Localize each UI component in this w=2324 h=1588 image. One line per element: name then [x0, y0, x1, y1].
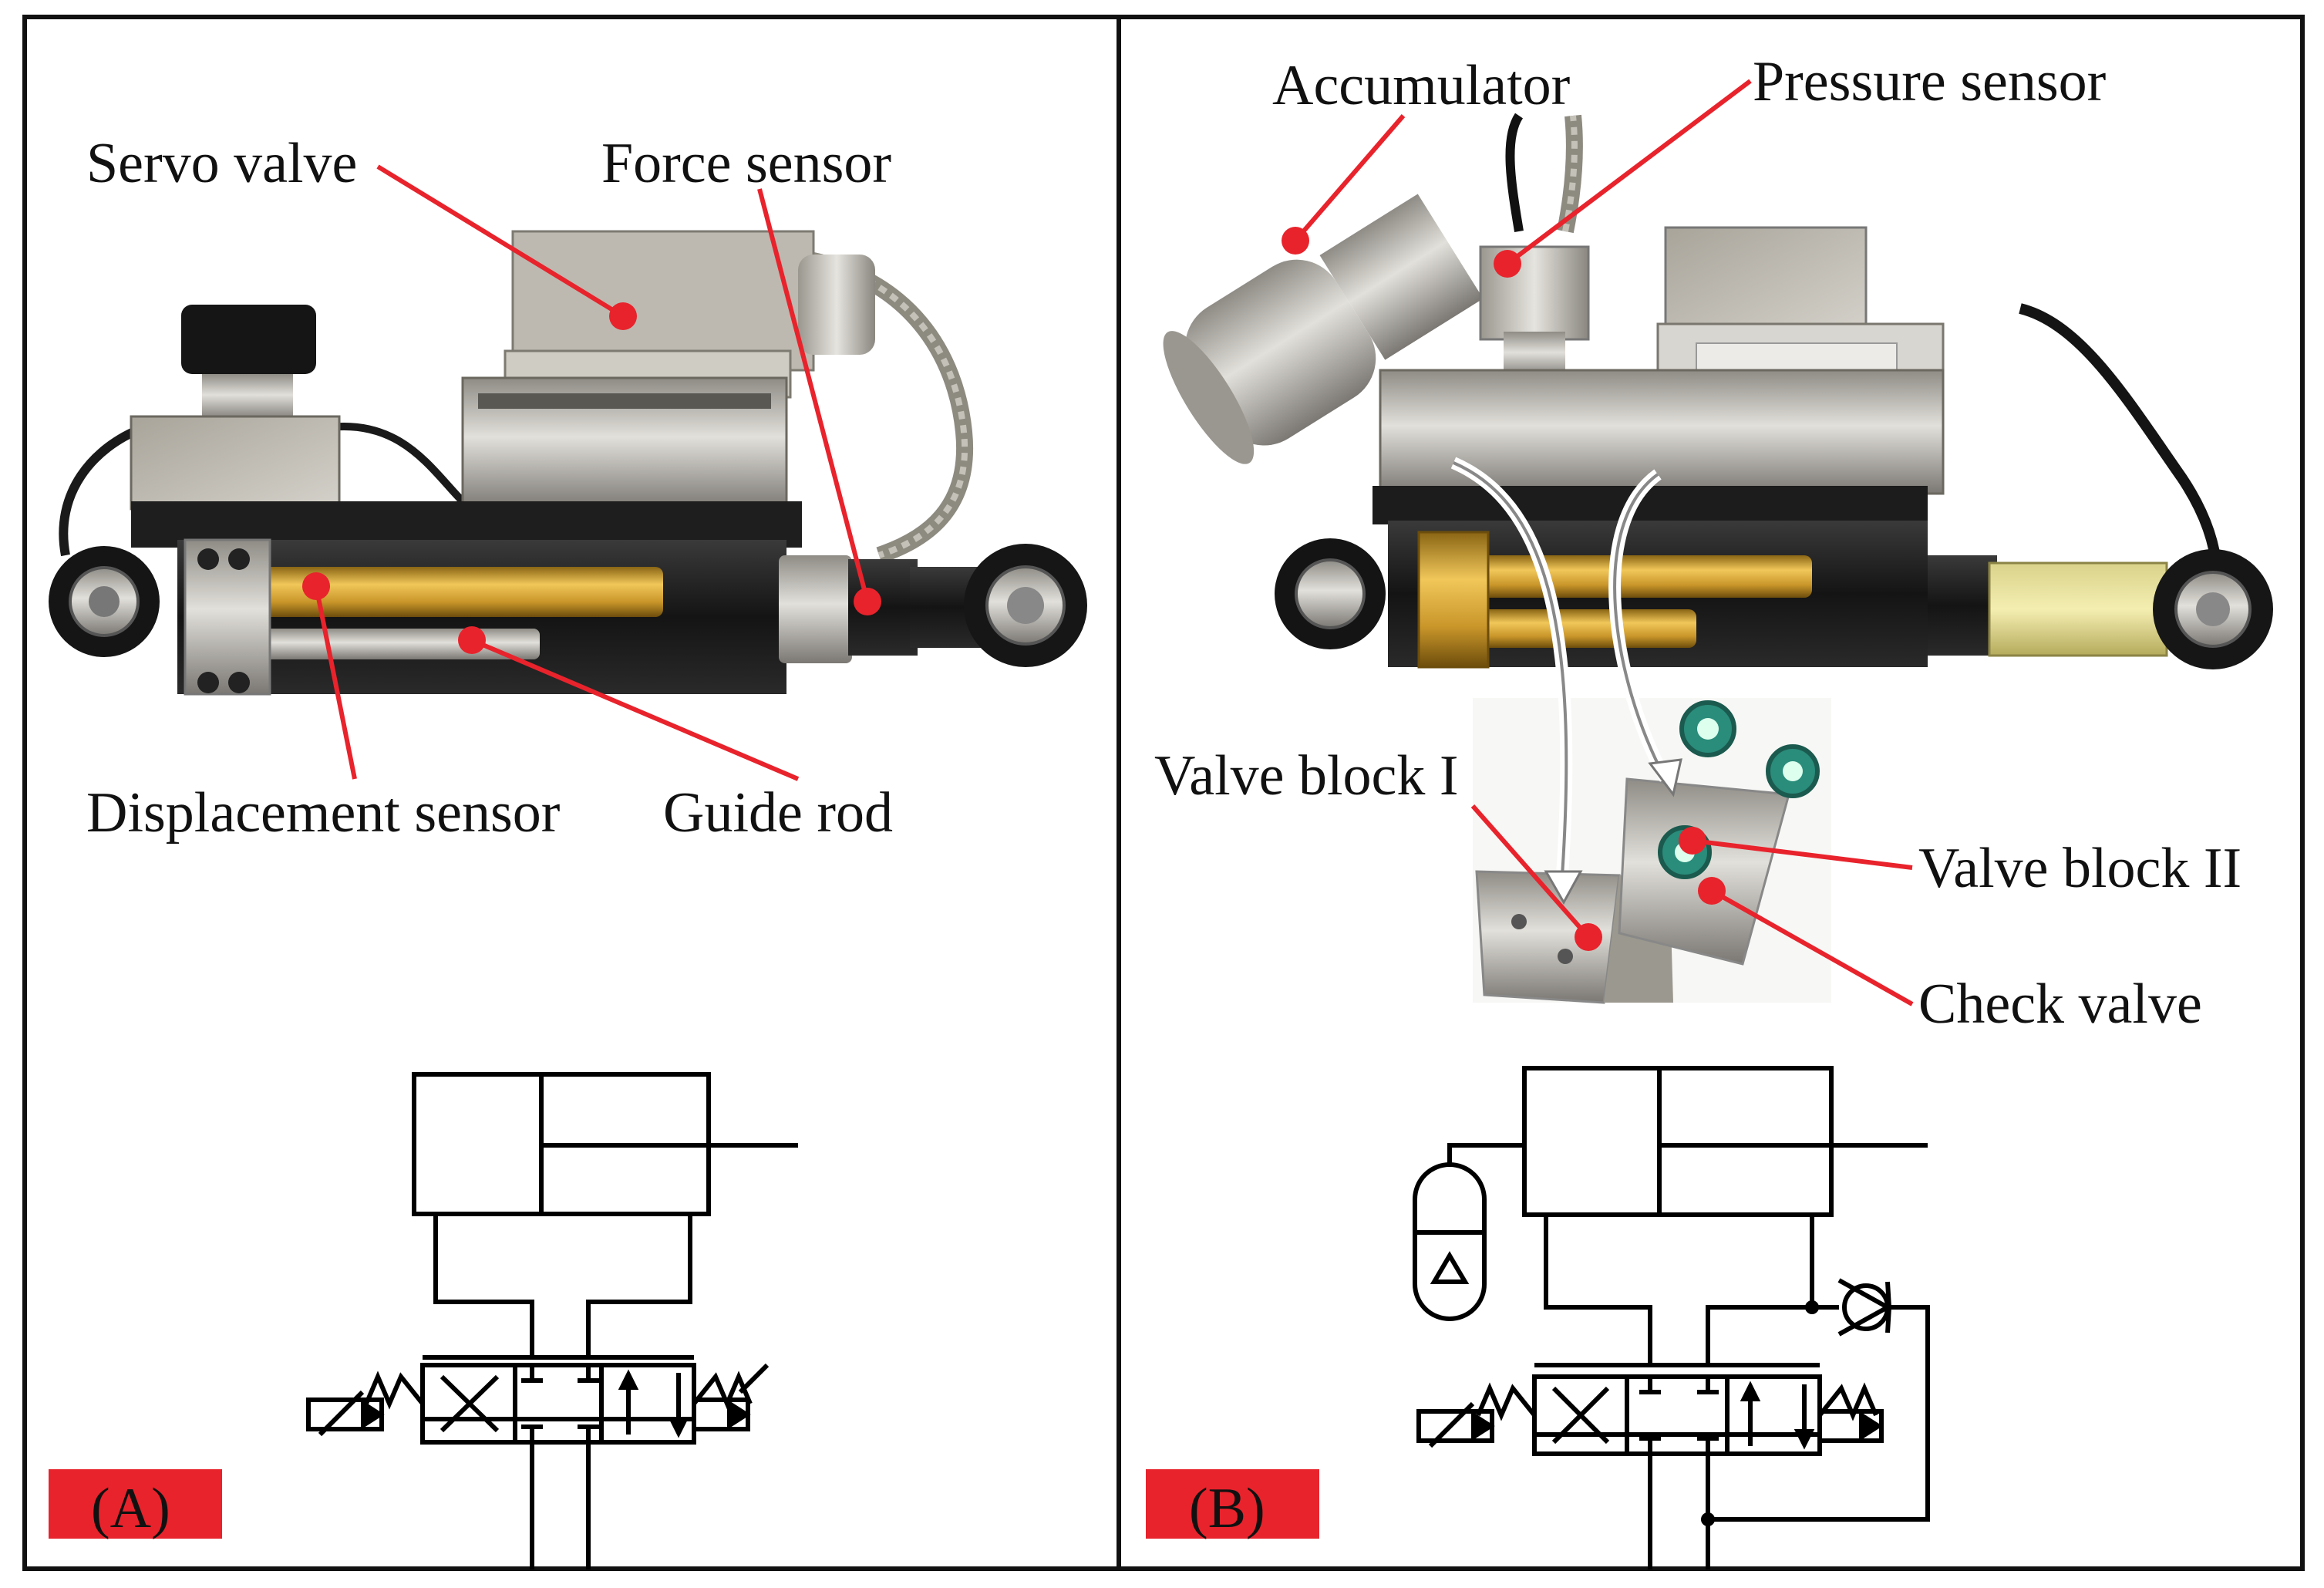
label-force-sensor: Force sensor	[601, 132, 891, 195]
marker-servo-valve	[609, 302, 637, 330]
marker-valve-block-1	[1575, 923, 1602, 951]
label-servo-valve: Servo valve	[86, 132, 357, 195]
marker-check-valve	[1698, 877, 1726, 905]
label-accumulator: Accumulator	[1272, 54, 1570, 117]
marker-displacement-sensor	[302, 572, 330, 600]
leader-force-sensor	[757, 188, 870, 602]
leader-check-valve	[1710, 888, 1914, 1006]
label-valve-block-2: Valve block II	[1918, 837, 2241, 900]
label-check-valve: Check valve	[1918, 973, 2202, 1036]
leader-valve-block-1	[1470, 804, 1591, 939]
tag-a: (A)	[91, 1477, 170, 1540]
label-valve-block-1: Valve block I	[1154, 744, 1459, 807]
tag-a-background	[49, 1469, 222, 1539]
leader-pressure-sensor	[1506, 79, 1752, 266]
panel-b-hydraulic-symbol	[1413, 1066, 1930, 1569]
label-displacement-sensor: Displacement sensor	[86, 781, 560, 845]
marker-guide-rod	[458, 626, 486, 654]
panel-a-annotations	[302, 164, 881, 781]
outer-border	[22, 15, 2305, 1571]
leader-guide-rod	[470, 638, 800, 781]
marker-valve-block-2	[1679, 827, 1706, 855]
leader-servo-valve	[376, 164, 625, 319]
marker-pressure-sensor	[1494, 250, 1521, 278]
label-guide-rod: Guide rod	[663, 781, 893, 845]
leader-accumulator	[1293, 114, 1406, 242]
panel-b-annotations	[1282, 79, 1914, 1006]
panel-a-photo	[49, 230, 1087, 696]
tag-b-background	[1146, 1469, 1319, 1539]
tag-b: (B)	[1189, 1477, 1265, 1540]
leader-displacement-sensor	[314, 585, 357, 780]
leader-valve-block-2	[1692, 838, 1913, 870]
panel-a-hydraulic-symbol	[306, 1072, 798, 1569]
marker-accumulator	[1282, 227, 1309, 255]
panel-b-photo	[1163, 113, 2273, 1004]
label-pressure-sensor: Pressure sensor	[1753, 50, 2106, 113]
marker-force-sensor	[854, 588, 881, 615]
